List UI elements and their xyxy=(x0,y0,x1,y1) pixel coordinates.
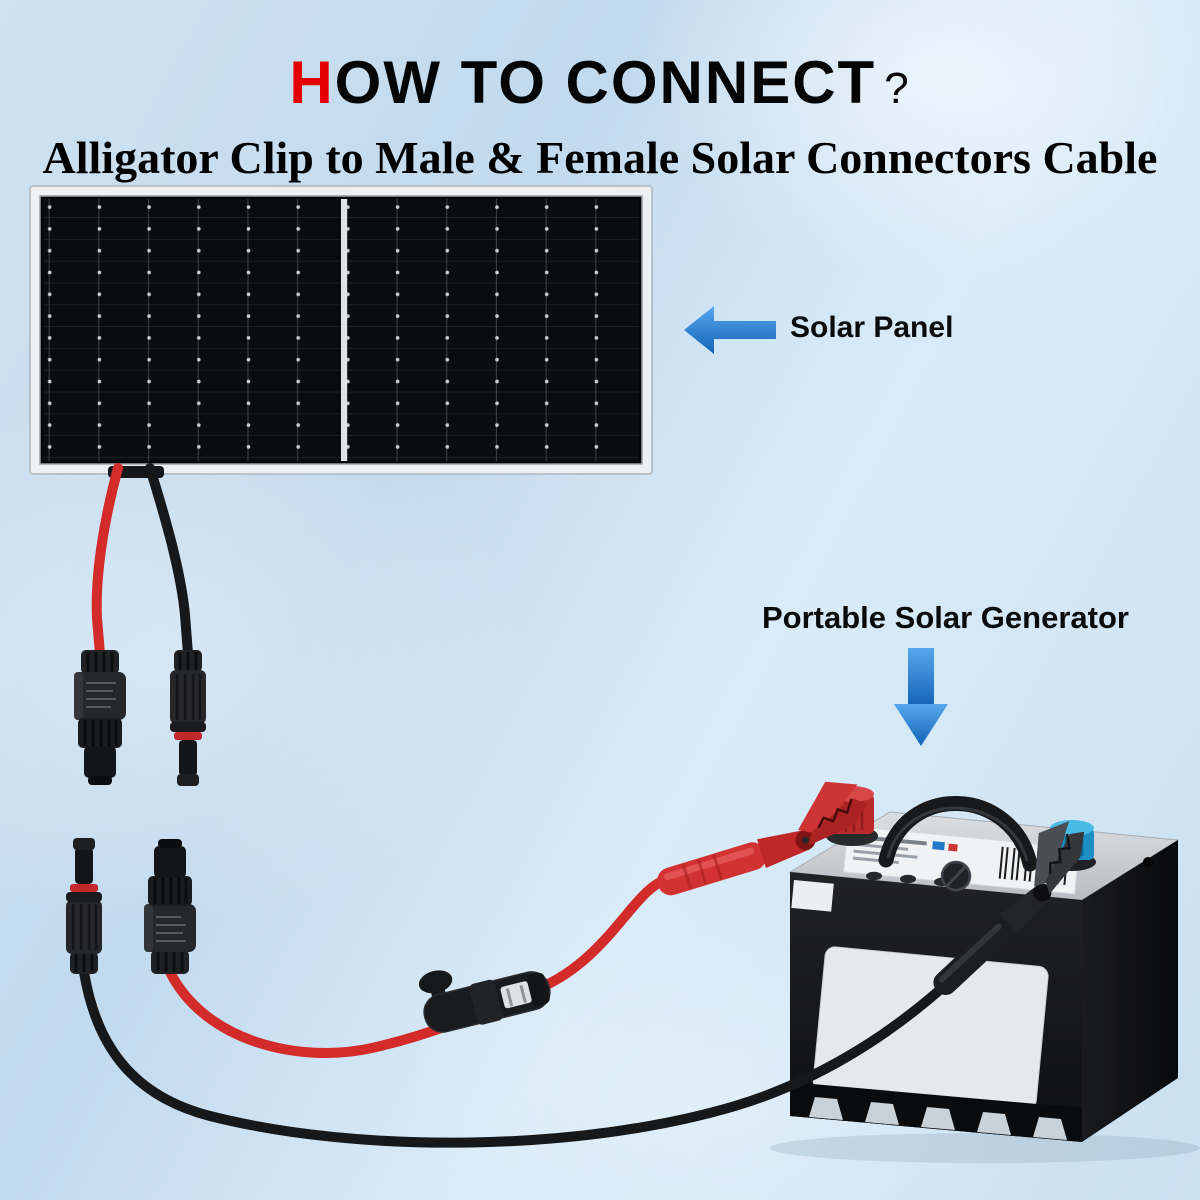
fuse-blades xyxy=(505,984,527,1007)
down-arrow-shaft xyxy=(908,648,934,706)
down-arrow-head xyxy=(894,704,948,746)
red-cable-from-panel xyxy=(91,463,123,659)
base-notch xyxy=(977,1112,1011,1135)
portable-solar-generator-battery xyxy=(788,786,1180,1142)
connector-body-highlight xyxy=(74,672,83,720)
solar-panel-right-half xyxy=(347,199,639,461)
generator-label: Portable Solar Generator xyxy=(762,600,1129,635)
connector-body xyxy=(66,900,102,954)
connector-body-ribs xyxy=(175,674,202,720)
mc4-connector-pair-bottom xyxy=(66,838,196,974)
battery-handle xyxy=(878,796,1038,892)
solar-panel-left-arrow-icon xyxy=(684,306,776,354)
solar-panel-left-half xyxy=(43,199,341,461)
connector-print xyxy=(156,916,186,942)
connector-collar xyxy=(170,722,206,732)
red-cable-to-clip xyxy=(165,875,669,1058)
fuse-joint xyxy=(469,979,503,1025)
handle-arch xyxy=(878,796,1038,872)
label-logo-blue xyxy=(932,841,945,851)
connector-ribs xyxy=(178,652,198,670)
black-clip-upper-jaw xyxy=(1034,821,1069,887)
fuse-end-cap xyxy=(527,972,550,1006)
page-subtitle: Alligator Clip to Male & Female Solar Co… xyxy=(42,132,1158,184)
black-alligator-clip xyxy=(933,821,1085,995)
connector-ribs xyxy=(74,954,94,972)
connector-pin-barrel xyxy=(179,740,197,776)
connector-print xyxy=(86,682,116,708)
connector-barrel xyxy=(84,746,116,778)
connector-body-highlight xyxy=(144,904,153,952)
connector-body-ribs xyxy=(71,904,98,950)
generator-down-arrow-icon xyxy=(894,648,948,746)
base-notch xyxy=(1033,1117,1067,1140)
black-clip-handle xyxy=(933,918,1014,995)
battery-side-face xyxy=(1082,840,1178,1142)
inline-fuse-holder xyxy=(418,970,551,1033)
black-clip-teeth xyxy=(1048,833,1071,875)
mc4-female-connector xyxy=(144,839,196,974)
solar-panel-bezel xyxy=(39,195,643,465)
title-question-mark: ? xyxy=(884,64,911,114)
connector-gland-nut xyxy=(81,650,119,674)
solar-panel xyxy=(29,185,653,478)
mc4-male-connector xyxy=(170,650,206,786)
handle-knob-slot xyxy=(945,864,968,888)
connector-red-oring xyxy=(70,884,98,892)
title-accent-letter: H xyxy=(289,49,335,117)
black-clip-highlight xyxy=(938,923,1002,983)
red-clip-grip-ribs xyxy=(681,854,723,890)
connector-ribs xyxy=(156,952,184,972)
vent-cap xyxy=(900,874,916,884)
battery-front-label xyxy=(812,946,1049,1111)
black-cable-to-clip xyxy=(79,967,947,1148)
coupling-ribs xyxy=(83,720,118,746)
vent-cap xyxy=(866,871,882,881)
handle-highlight xyxy=(886,806,1029,862)
black-cable-from-panel xyxy=(145,463,193,659)
base-notch xyxy=(865,1102,899,1125)
connector-tip xyxy=(73,838,95,850)
connector-gland-nut xyxy=(151,950,189,974)
connector-mouth xyxy=(158,839,182,848)
battery-shadow xyxy=(770,1133,1200,1163)
base-notch xyxy=(921,1107,955,1130)
base-notch xyxy=(809,1097,843,1120)
mc4-connector-pair-top xyxy=(74,650,206,786)
red-clip-hinge-bolt xyxy=(801,836,809,844)
connector-barrel xyxy=(154,846,186,878)
mc4-male-connector xyxy=(66,838,102,974)
connector-red-oring xyxy=(174,732,202,740)
solar-panel-label: Solar Panel xyxy=(790,311,954,344)
connector-pin-barrel xyxy=(75,848,93,884)
red-clip-lower-jaw xyxy=(809,798,868,846)
connector-tip xyxy=(177,774,199,786)
page-title: HOW TO CONNECT? xyxy=(0,50,1200,116)
battery-side-hole xyxy=(1143,857,1153,867)
connector-ribs xyxy=(86,652,114,672)
black-clip-hinge xyxy=(1033,883,1052,902)
solar-panel-divider xyxy=(341,199,347,461)
label-logo-red xyxy=(948,843,958,852)
battery-base-ridges xyxy=(790,1082,1082,1142)
connector-collar xyxy=(66,892,102,902)
battery-front-small-sticker xyxy=(791,880,834,912)
connector-body xyxy=(170,670,206,724)
red-clip-upper-jaw xyxy=(798,781,858,835)
title-main-text: OW TO CONNECT xyxy=(334,49,877,117)
mc4-female-connector xyxy=(74,650,126,785)
black-clip-lower-jaw xyxy=(1045,831,1085,895)
red-alligator-clip xyxy=(657,781,868,896)
connector-mouth xyxy=(88,776,112,785)
red-clip-teeth xyxy=(817,798,853,829)
coupling-ribs xyxy=(153,878,188,904)
